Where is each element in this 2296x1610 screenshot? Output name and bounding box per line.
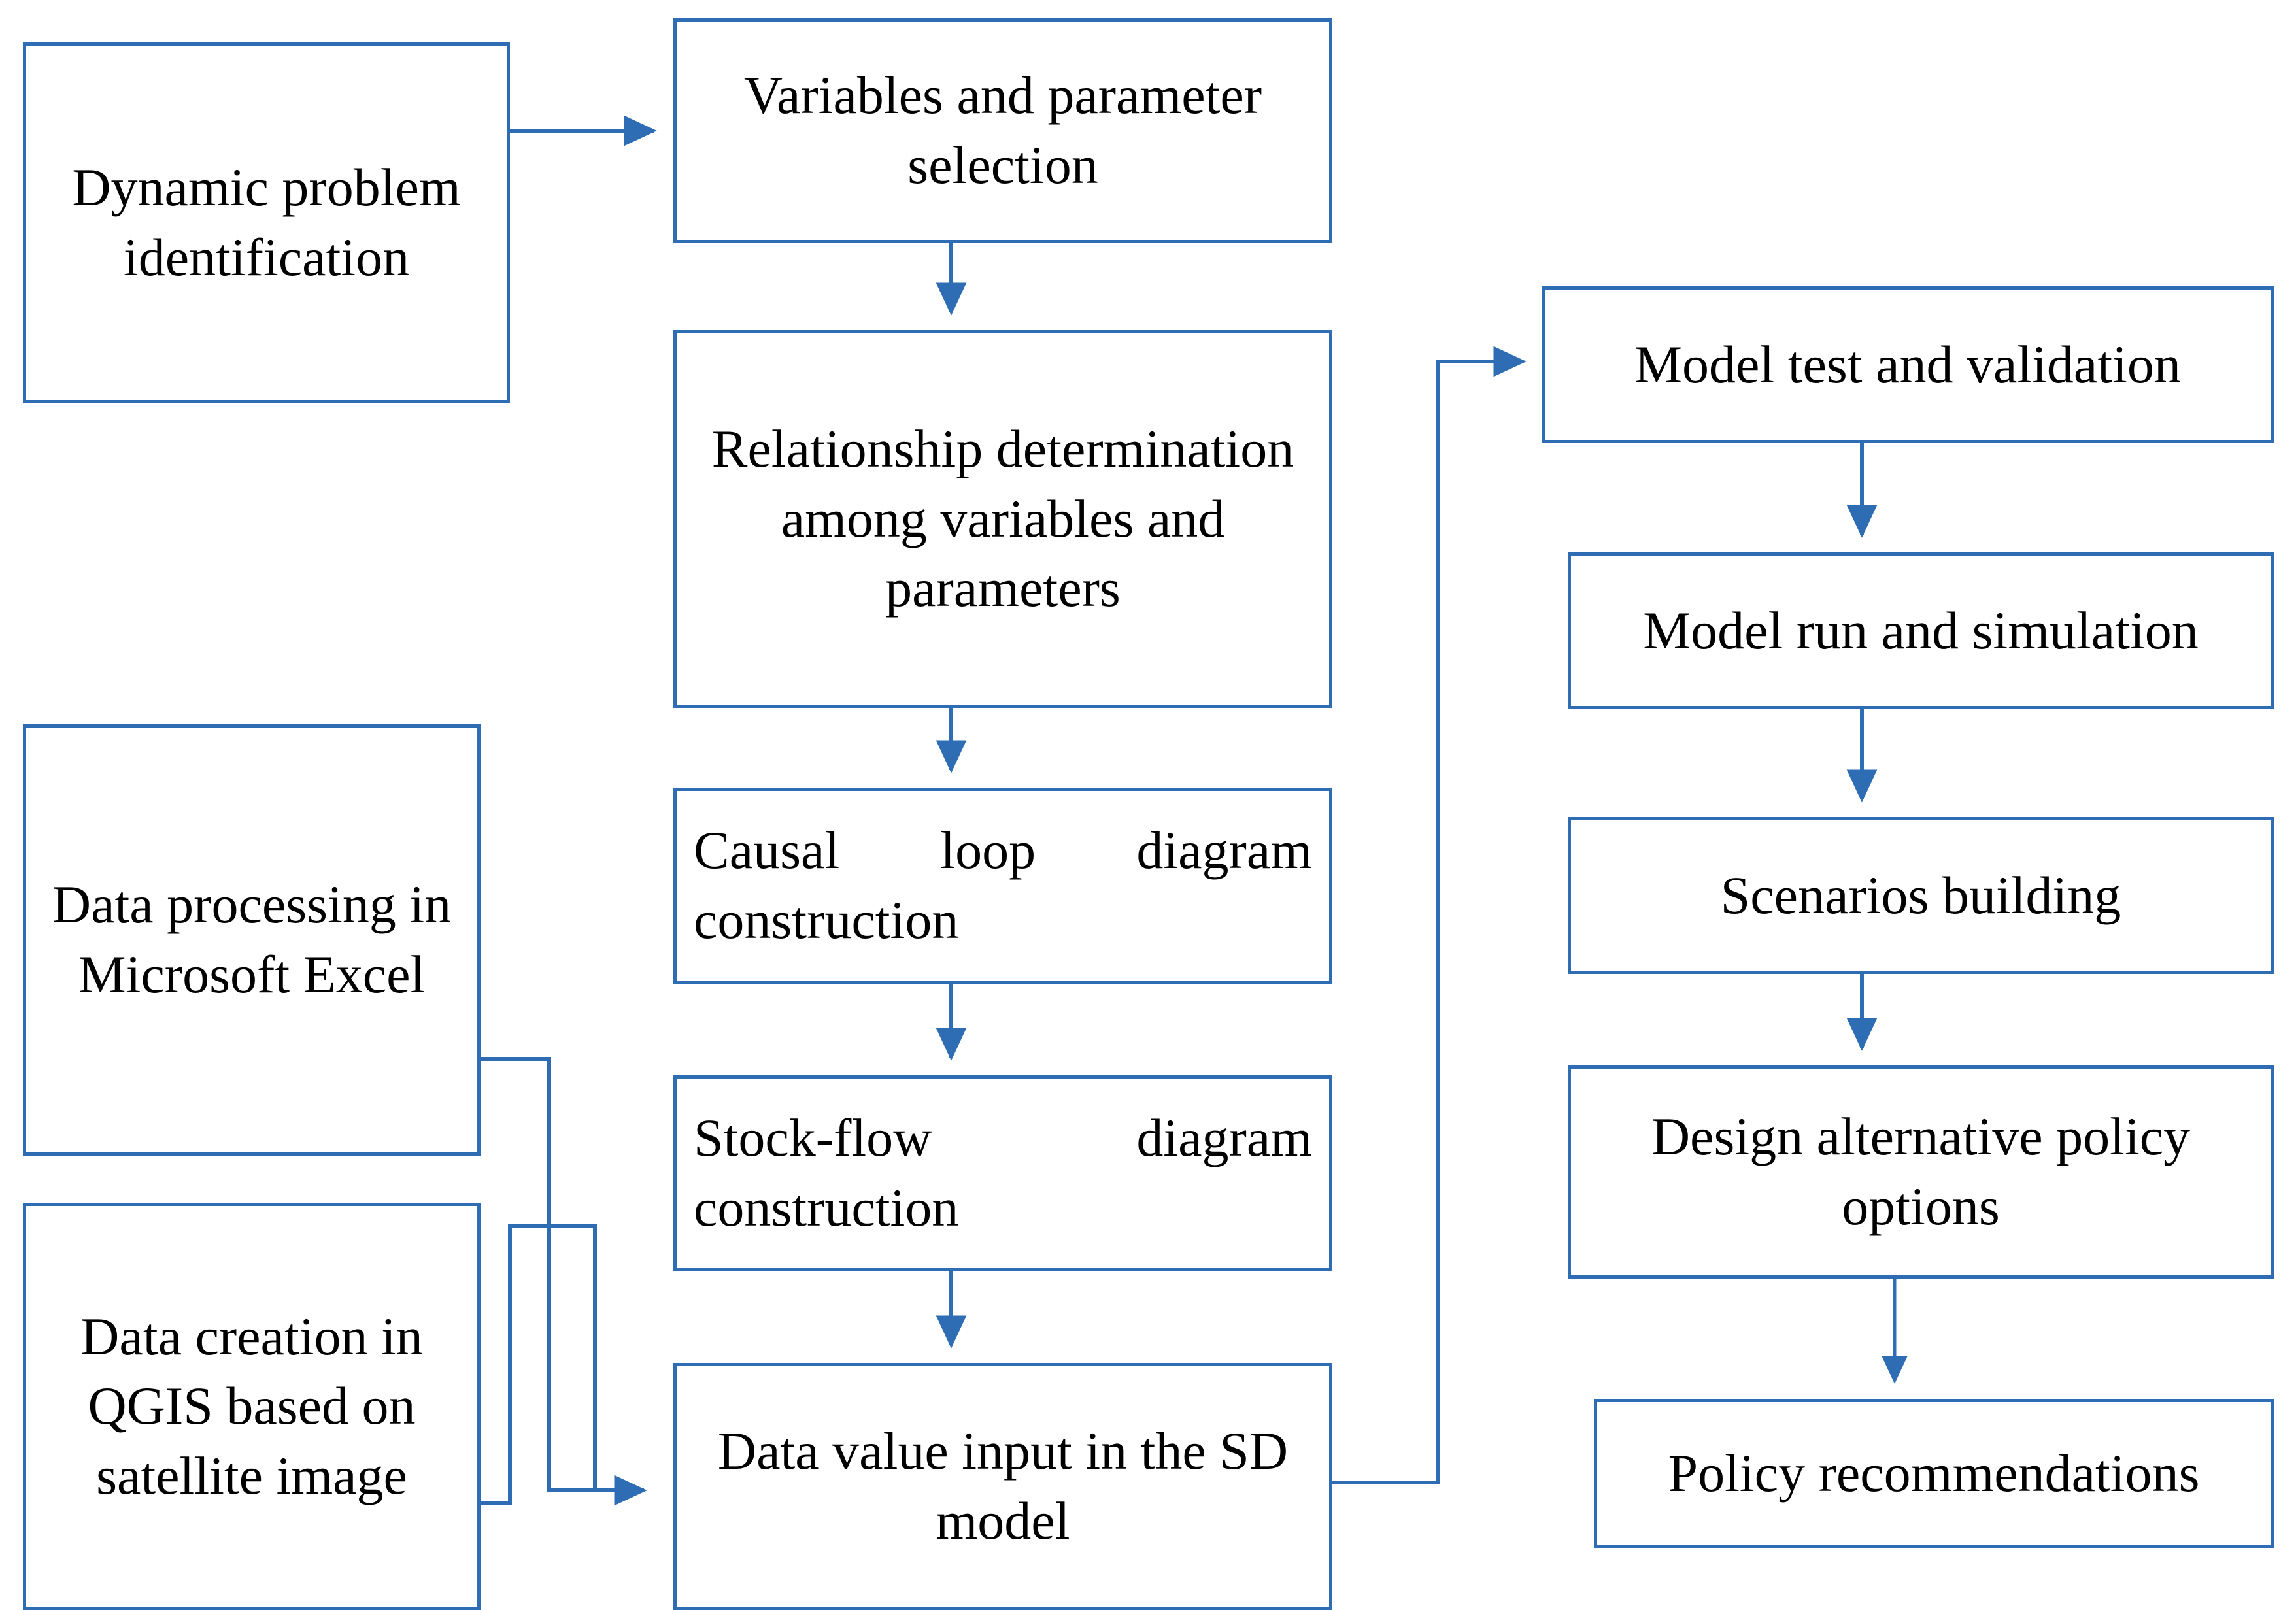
node-label: Data creation in QGIS based on satellite…: [80, 1306, 423, 1505]
node-model-run-and-simulation[interactable]: Model run and simulation: [1568, 552, 2274, 709]
node-data-processing-microsoft-excel[interactable]: Data processing in Microsoft Excel: [23, 724, 481, 1156]
node-label: Data value input in the SD model: [717, 1421, 1289, 1551]
edge-excel-to-datavalue: [481, 1057, 647, 1506]
node-dynamic-problem-identification[interactable]: Dynamic problem identification: [23, 42, 510, 403]
node-relationship-determination[interactable]: Relationship determination among variabl…: [673, 330, 1332, 708]
node-label: Model run and simulation: [1643, 600, 2199, 660]
node-causal-loop-diagram-construction[interactable]: Causal loop diagram construction: [673, 788, 1332, 984]
node-label: Scenarios building: [1720, 865, 2121, 925]
node-data-value-input-sd-model[interactable]: Data value input in the SD model: [673, 1363, 1332, 1610]
node-label: Data processing in Microsoft Excel: [52, 875, 452, 1004]
node-design-alternative-policy-options[interactable]: Design alternative policy options: [1568, 1065, 2274, 1279]
edge-datavalue-to-modeltest: [1332, 346, 1527, 1484]
node-label: Design alternative policy options: [1651, 1107, 2191, 1236]
node-label: Stock-flow diagram construction: [694, 1108, 1312, 1237]
node-variables-and-parameter-selection[interactable]: Variables and parameter selection: [673, 18, 1332, 243]
node-label: Causal loop diagram construction: [694, 820, 1312, 950]
node-label: Policy recommendations: [1668, 1443, 2200, 1503]
node-label: Variables and parameter selection: [743, 65, 1262, 195]
node-stock-flow-diagram-construction[interactable]: Stock-flow diagram construction: [673, 1075, 1332, 1271]
node-policy-recommendations[interactable]: Policy recommendations: [1594, 1399, 2274, 1548]
edge-qgis-to-datavalue: [481, 1224, 597, 1505]
node-model-test-and-validation[interactable]: Model test and validation: [1542, 286, 2274, 443]
node-data-creation-qgis[interactable]: Data creation in QGIS based on satellite…: [23, 1203, 481, 1610]
node-scenarios-building[interactable]: Scenarios building: [1568, 817, 2274, 974]
node-label: Model test and validation: [1634, 334, 2181, 394]
node-label: Relationship determination among variabl…: [711, 419, 1294, 618]
node-label: Dynamic problem identification: [72, 158, 461, 287]
